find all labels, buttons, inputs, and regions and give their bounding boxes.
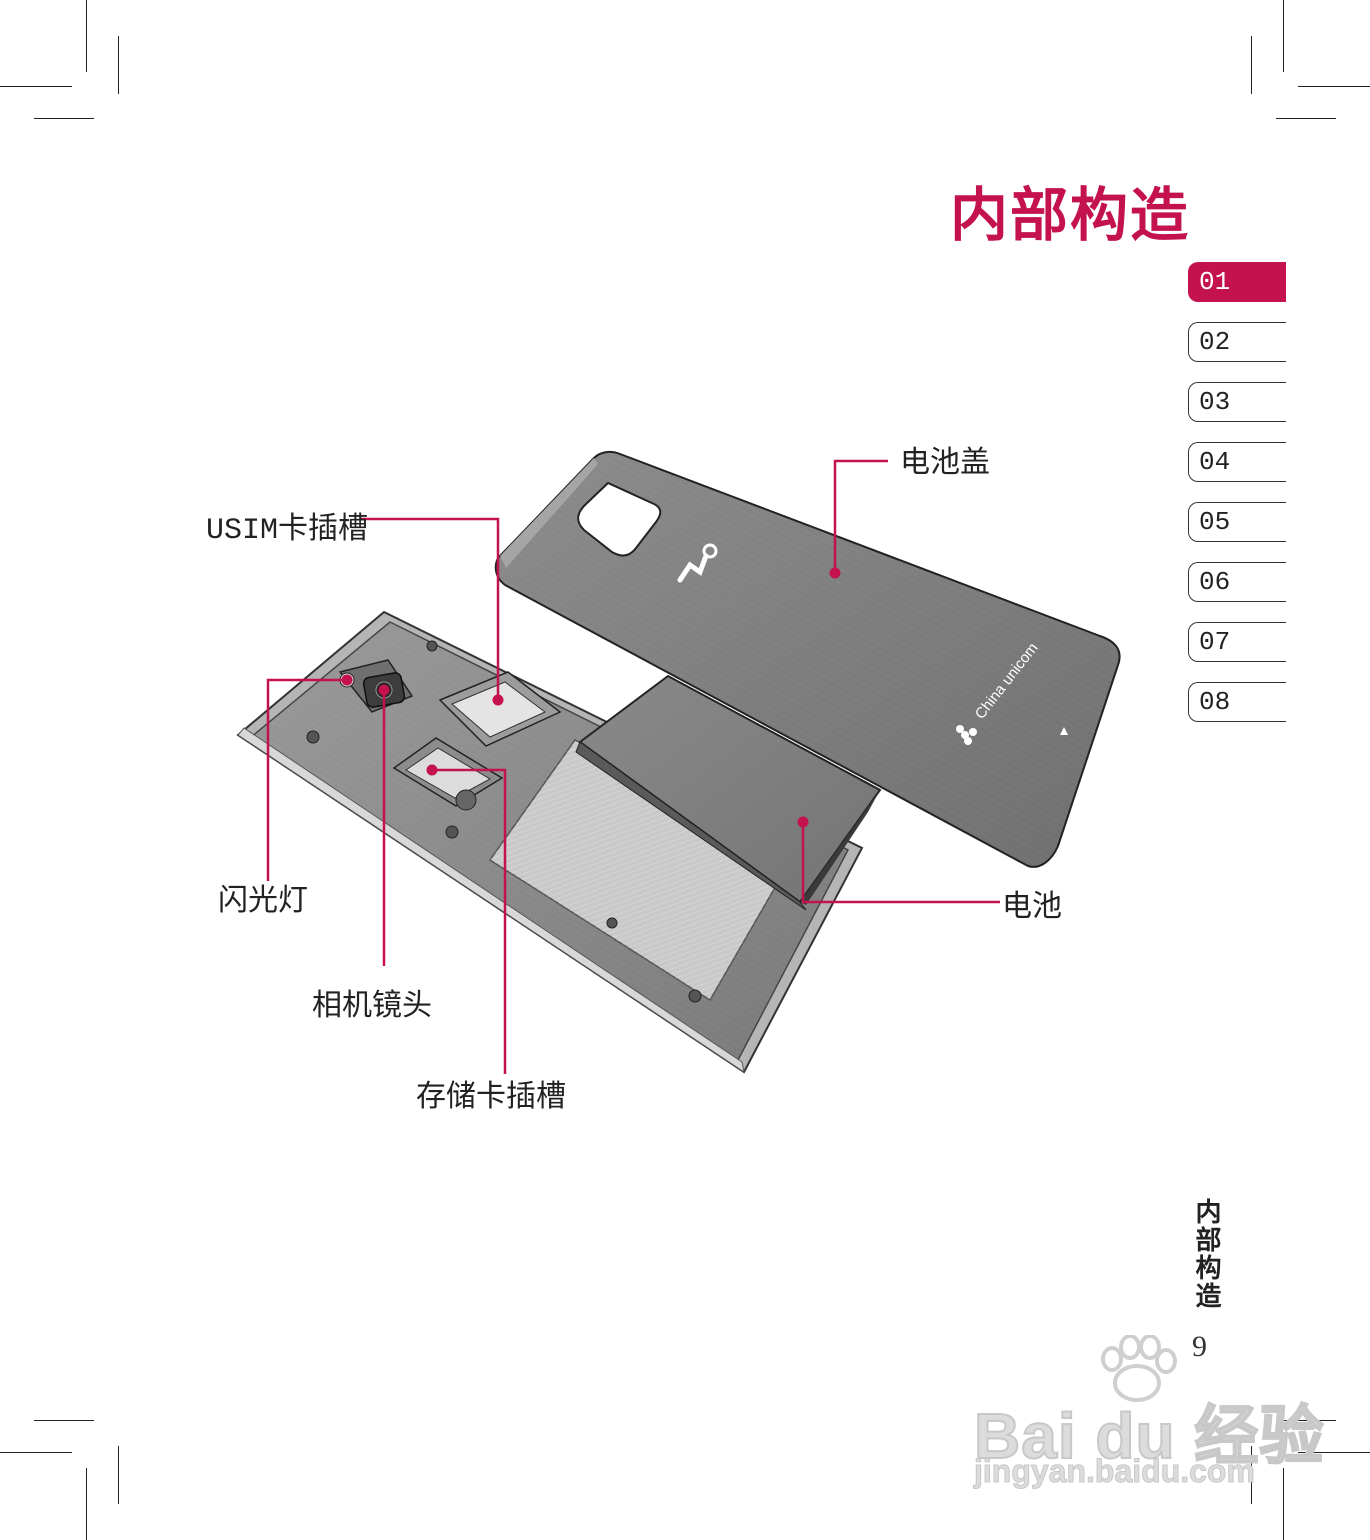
callout-dot-battery-cover (830, 568, 841, 579)
callout-dot-battery (798, 817, 809, 828)
label-flash: 闪光灯 (218, 875, 308, 919)
callout-dot-flash (342, 675, 353, 686)
label-camera-lens: 相机镜头 (312, 980, 432, 1024)
callout-dot-usim (493, 695, 504, 706)
baidu-watermark: Bai du 经验 jingyan.baidu.com (972, 1335, 1292, 1495)
watermark-url: jingyan.baidu.com (974, 1453, 1255, 1490)
callout-dot-memory (427, 765, 438, 776)
label-memory-card-slot: 存储卡插槽 (416, 1071, 566, 1115)
label-battery-cover: 电池盖 (900, 437, 990, 481)
callout-dot-camera (379, 685, 390, 696)
label-usim-slot: USIM卡插槽 (206, 503, 368, 548)
label-battery: 电池 (1002, 881, 1062, 925)
side-running-title: 内部构造 (1185, 1198, 1225, 1310)
